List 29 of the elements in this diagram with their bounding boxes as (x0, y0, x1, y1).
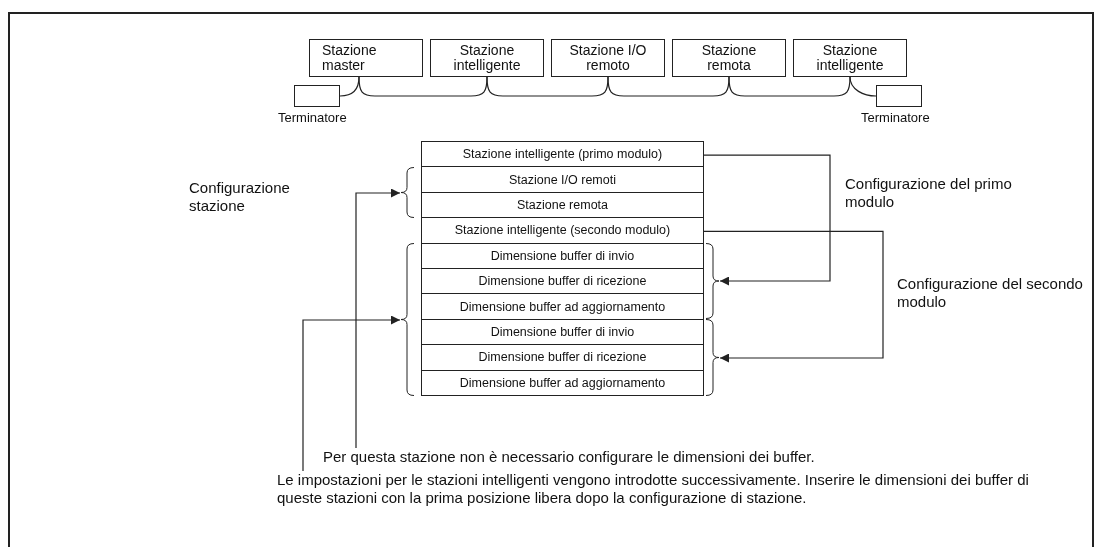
table-row: Dimensione buffer ad aggiornamento (421, 293, 704, 320)
station-box: Stazione master (309, 39, 423, 77)
bus-line (849, 76, 877, 97)
station-box: Stazione I/O remoto (551, 39, 665, 77)
table-row: Stazione I/O remoti (421, 166, 704, 193)
arrow (355, 188, 401, 449)
arrow (703, 230, 884, 363)
bus-line (358, 76, 488, 97)
section-label: Configurazione stazione (189, 179, 291, 215)
table-row: Dimensione buffer di ricezione (421, 344, 704, 371)
station-box: Stazione intelligente (793, 39, 907, 77)
bus-line (728, 76, 851, 97)
table-row: Dimensione buffer di ricezione (421, 268, 704, 295)
note-text: Le impostazioni per le stazioni intelligenti vengono introdotte successivamente. Inserire le dimensioni dei buffer di queste stazioni con la prima posizione libera dopo la configurazione di stazione. (277, 471, 1077, 529)
terminator-label: Terminatore (861, 110, 930, 125)
section-label: Configurazione del secondo modulo (897, 275, 1084, 311)
arrow (302, 315, 401, 472)
station-box: Stazione remota (672, 39, 786, 77)
note-text: Per questa stazione non è necessario configurare le dimensioni dei buffer. (323, 448, 1083, 468)
section-label: Configurazione del primo modulo (845, 175, 1013, 211)
terminator-label: Terminatore (278, 110, 347, 125)
station-box: Stazione intelligente (430, 39, 544, 77)
bus-line (486, 76, 609, 97)
table-row: Dimensione buffer ad aggiornamento (421, 369, 704, 396)
bus-line (607, 76, 730, 97)
table-row: Dimensione buffer di invio (421, 242, 704, 269)
table-row: Stazione intelligente (primo modulo) (421, 141, 704, 168)
arrow (703, 154, 831, 286)
table-row: Stazione intelligente (secondo modulo) (421, 217, 704, 244)
